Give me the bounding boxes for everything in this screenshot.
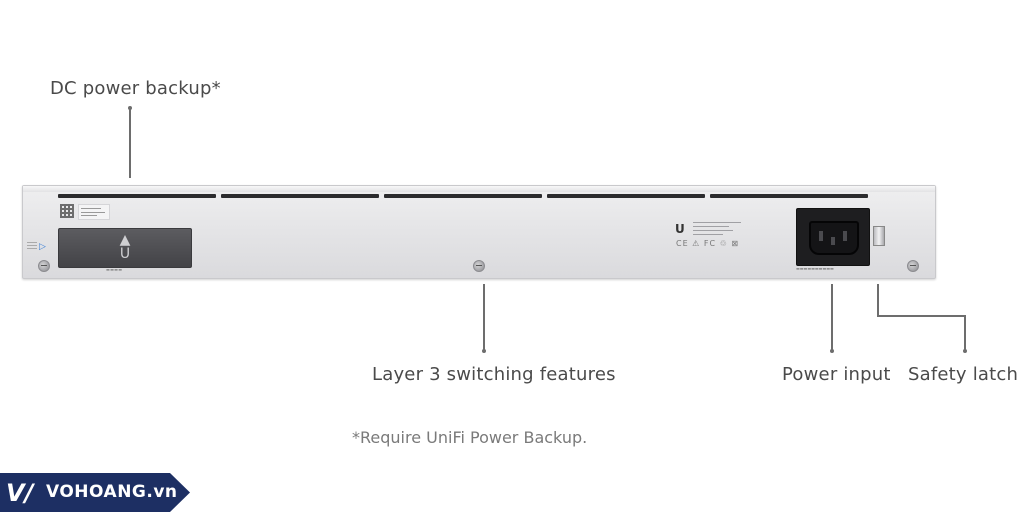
vent-slot xyxy=(221,194,379,198)
leader-dot-power xyxy=(830,349,834,353)
screw-icon xyxy=(473,260,485,272)
qr-code-icon xyxy=(60,204,74,218)
callout-safety-latch: Safety latch xyxy=(908,364,1019,385)
leader-line-latch-drop xyxy=(964,315,966,350)
backup-slot-caption: ▬▬▬▬ xyxy=(106,267,123,272)
screw-icon xyxy=(38,260,50,272)
watermark-banner xyxy=(0,473,190,512)
screw-icon xyxy=(907,260,919,272)
dc-power-backup-port: ▲U xyxy=(58,228,192,268)
socket-pin xyxy=(819,231,823,241)
vent-slot xyxy=(384,194,542,198)
serial-label-sticker xyxy=(78,204,110,220)
vent-slot xyxy=(58,194,216,198)
watermark-text: VOHOANG.vn xyxy=(46,482,178,502)
leader-line-layer3 xyxy=(483,284,485,350)
leader-line-power xyxy=(831,284,833,350)
socket-pin xyxy=(843,231,847,241)
watermark-logo: V/ VOHOANG.vn xyxy=(0,473,190,512)
watermark-mark-icon: V/ xyxy=(6,479,34,507)
regulatory-text xyxy=(693,222,741,238)
status-led-icon: ▷ xyxy=(39,242,46,252)
leader-dot-layer3 xyxy=(482,349,486,353)
iec-socket xyxy=(809,221,859,255)
callout-power-input: Power input xyxy=(782,364,891,385)
safety-latch xyxy=(873,226,885,246)
leader-line-latch-vertical xyxy=(877,284,879,316)
leader-line-dc xyxy=(129,108,131,178)
vent-slot xyxy=(710,194,868,198)
power-input-port xyxy=(796,208,870,266)
leader-line-latch-horizontal xyxy=(877,315,966,317)
callout-layer3-switching: Layer 3 switching features xyxy=(372,364,616,385)
footnote: *Require UniFi Power Backup. xyxy=(352,428,588,447)
chassis-top-edge xyxy=(23,186,935,192)
side-label-text xyxy=(27,242,37,251)
unifi-logo-icon: U xyxy=(675,222,685,236)
leader-dot-latch xyxy=(963,349,967,353)
callout-dc-power-backup: DC power backup* xyxy=(50,78,221,99)
vent-slot xyxy=(547,194,705,198)
backup-slot-logo-icon: ▲U xyxy=(119,232,131,262)
switch-rear-panel: ▷ ▲U ▬▬▬▬ U CE ⚠ FC ♲ ⊠ ▬▬▬▬▬▬▬▬▬▬ xyxy=(22,185,936,279)
power-input-caption: ▬▬▬▬▬▬▬▬▬▬ xyxy=(796,266,834,271)
socket-pin xyxy=(831,237,835,245)
certification-marks: CE ⚠ FC ♲ ⊠ xyxy=(676,239,740,248)
